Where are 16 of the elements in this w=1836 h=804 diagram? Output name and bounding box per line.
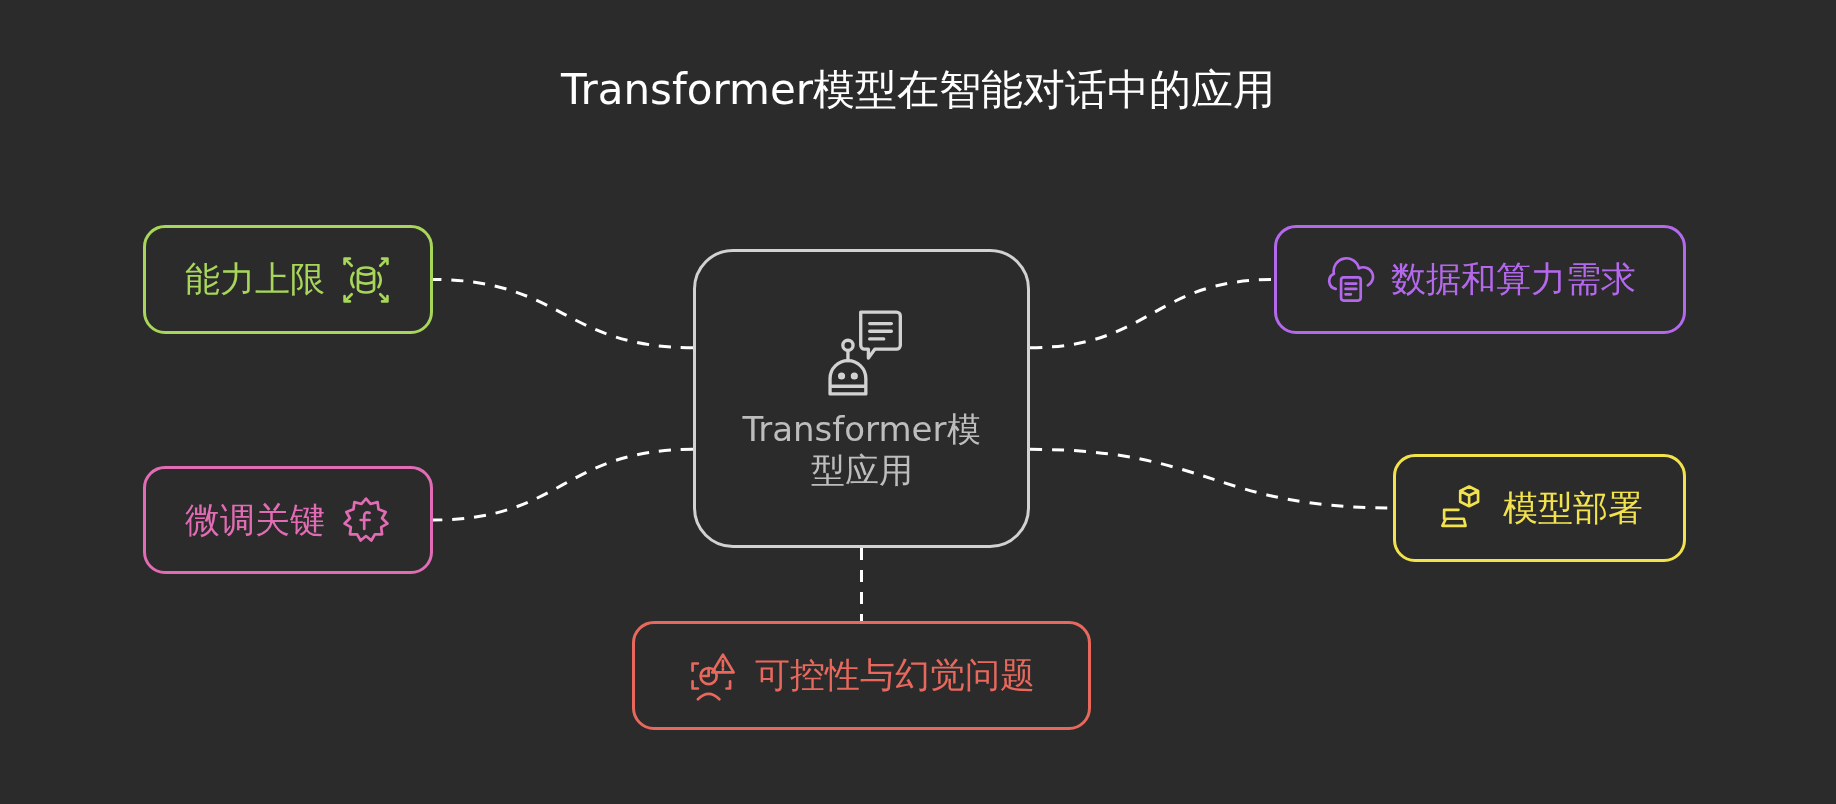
topic-label: 数据和算力需求 (1390, 258, 1636, 301)
topic-label: 可控性与幻觉问题 (754, 654, 1035, 697)
connector-line (860, 548, 863, 621)
topic-label: 模型部署 (1502, 486, 1643, 530)
connector-line (432, 278, 694, 350)
topic-box (1393, 454, 1686, 562)
central-topic-box (693, 249, 1030, 548)
topic-label: Transformer模型应用 (741, 408, 982, 491)
topic-box (143, 225, 433, 334)
topic-label: 能力上限 (185, 258, 325, 301)
connector-line (432, 447, 694, 522)
topic-box (143, 466, 433, 574)
title: Transformer模型在智能对话中的应用 (560, 64, 1276, 116)
topic-box (1274, 225, 1686, 334)
topic-box (632, 621, 1091, 730)
topic-label: 微调关键 (185, 498, 325, 542)
